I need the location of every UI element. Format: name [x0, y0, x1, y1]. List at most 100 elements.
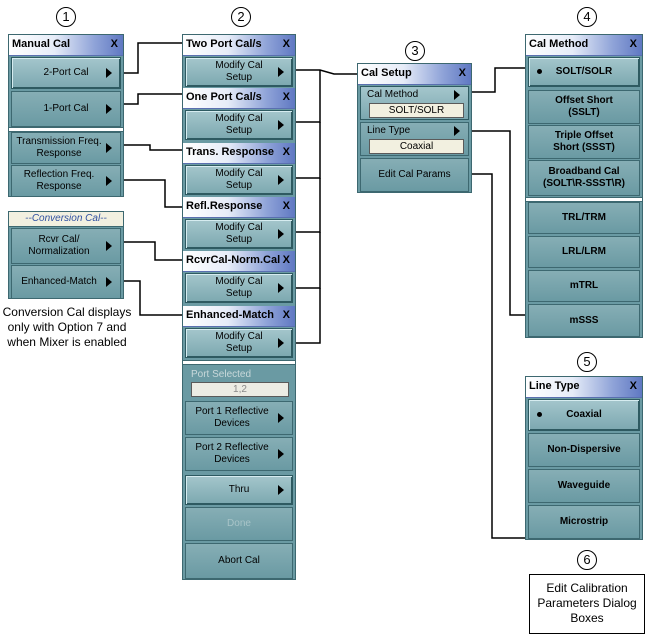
- trl-trm-option[interactable]: TRL/TRM: [528, 202, 640, 234]
- reflection-freq-response-button[interactable]: Reflection Freq. Response: [11, 165, 121, 197]
- arrow-right-icon: [278, 229, 284, 239]
- close-icon[interactable]: X: [282, 200, 290, 212]
- close-icon[interactable]: X: [282, 309, 290, 321]
- arrow-right-icon: [278, 175, 284, 185]
- line-type-value: Coaxial: [369, 139, 464, 154]
- transmission-freq-response-button[interactable]: Transmission Freq. Response: [11, 132, 121, 164]
- rcvrcal-norm-header: RcvrCal-Norm.Cal X: [183, 251, 295, 272]
- refl-response-header: Refl.Response X: [183, 197, 295, 218]
- msss-option[interactable]: mSSS: [528, 304, 640, 337]
- arrow-right-icon: [278, 338, 284, 348]
- conversion-cal-panel: --Conversion Cal-- Rcvr Cal/ Normalizati…: [8, 211, 124, 299]
- arrow-right-icon: [454, 126, 460, 136]
- callout-5: 5: [577, 352, 597, 372]
- two-port-cal-button[interactable]: 2-Port Cal: [11, 57, 121, 89]
- arrow-right-icon: [278, 120, 284, 130]
- modify-cal-setup-label: Modify Cal Setup: [215, 168, 263, 191]
- arrow-right-icon: [106, 104, 112, 114]
- arrow-right-icon: [278, 449, 284, 459]
- edit-cal-params-button[interactable]: Edit Cal Params: [360, 158, 469, 192]
- non-dispersive-option[interactable]: Non-Dispersive: [528, 433, 640, 467]
- mtrl-option[interactable]: mTRL: [528, 270, 640, 302]
- coaxial-option[interactable]: Coaxial: [528, 399, 640, 431]
- cal-method-header: Cal Method X: [526, 35, 642, 56]
- arrow-right-icon: [278, 283, 284, 293]
- modify-cal-setup-button[interactable]: Modify Cal Setup: [185, 219, 293, 249]
- modify-cal-setup-label: Modify Cal Setup: [215, 276, 263, 299]
- port1-label: Port 1 Reflective Devices: [195, 406, 269, 429]
- port1-reflective-devices-button[interactable]: Port 1 Reflective Devices: [185, 401, 293, 435]
- one-port-cal-header: One Port Cal/s X: [183, 88, 295, 109]
- lrl-lrm-option[interactable]: LRL/LRM: [528, 236, 640, 268]
- modify-cal-setup-button[interactable]: Modify Cal Setup: [185, 273, 293, 303]
- solt-solr-option[interactable]: SOLT/SOLR: [528, 57, 640, 87]
- microstrip-label: Microstrip: [559, 516, 609, 527]
- edit-cal-params-label: Edit Cal Params: [378, 169, 451, 180]
- broadband-cal-label: Broadband Cal (SOLT\R-SSST\R): [542, 166, 626, 189]
- arrow-right-icon: [106, 143, 112, 153]
- arrow-right-icon: [278, 67, 284, 77]
- line-type-button[interactable]: Line Type Coaxial: [360, 122, 469, 156]
- separator: [526, 197, 642, 202]
- triple-offset-short-option[interactable]: Triple Offset Short (SSST): [528, 125, 640, 159]
- callout-1: 1: [56, 7, 76, 27]
- coaxial-label: Coaxial: [566, 409, 602, 420]
- close-icon[interactable]: X: [282, 254, 290, 266]
- mtrl-label: mTRL: [569, 280, 599, 291]
- close-icon[interactable]: X: [282, 38, 290, 50]
- non-dispersive-label: Non-Dispersive: [547, 444, 621, 455]
- enhanced-match-header: Enhanced-Match X: [183, 306, 295, 327]
- cal-setup-panel: Cal Setup X Cal Method SOLT/SOLR Line Ty…: [357, 63, 472, 193]
- cal-method-button[interactable]: Cal Method SOLT/SOLR: [360, 86, 469, 120]
- microstrip-option[interactable]: Microstrip: [528, 505, 640, 539]
- waveguide-label: Waveguide: [557, 480, 611, 491]
- reflection-label: Reflection Freq. Response: [23, 169, 95, 192]
- port2-reflective-devices-button[interactable]: Port 2 Reflective Devices: [185, 437, 293, 471]
- modify-cal-setup-button[interactable]: Modify Cal Setup: [185, 57, 293, 87]
- close-icon[interactable]: X: [282, 91, 290, 103]
- thru-button[interactable]: Thru: [185, 475, 293, 505]
- port-selected-label: Port Selected: [191, 369, 252, 380]
- modify-cal-setup-button[interactable]: Modify Cal Setup: [185, 165, 293, 195]
- conversion-cal-title: --Conversion Cal--: [9, 212, 123, 227]
- triple-offset-short-label: Triple Offset Short (SSST): [553, 130, 615, 153]
- close-icon[interactable]: X: [282, 146, 290, 158]
- one-port-cal-label: 1-Port Cal: [43, 103, 89, 114]
- two-port-cal-title: Two Port Cal/s: [186, 38, 262, 50]
- cal-setup-header: Cal Setup X: [358, 64, 471, 85]
- callout-2: 2: [231, 7, 251, 27]
- separator: [183, 360, 295, 365]
- cal-method-panel: Cal Method X SOLT/SOLR Offset Short (SSL…: [525, 34, 643, 338]
- enhanced-match-button[interactable]: Enhanced-Match: [11, 265, 121, 299]
- manual-cal-panel: Manual Cal X 2-Port Cal 1-Port Cal Trans…: [8, 34, 124, 197]
- conversion-cal-note: Conversion Cal displays only with Option…: [2, 305, 132, 349]
- close-icon[interactable]: X: [629, 38, 637, 50]
- cal-step-panel: Two Port Cal/s X Modify Cal Setup One Po…: [182, 34, 296, 580]
- arrow-right-icon: [278, 413, 284, 423]
- close-icon[interactable]: X: [629, 380, 637, 392]
- rcvrcal-norm-title: RcvrCal-Norm.Cal: [186, 254, 281, 266]
- arrow-right-icon: [454, 90, 460, 100]
- line-type-panel: Line Type X Coaxial Non-Dispersive Waveg…: [525, 376, 643, 540]
- close-icon[interactable]: X: [110, 38, 118, 50]
- waveguide-option[interactable]: Waveguide: [528, 469, 640, 503]
- broadband-cal-option[interactable]: Broadband Cal (SOLT\R-SSST\R): [528, 160, 640, 196]
- done-button[interactable]: Done: [185, 507, 293, 541]
- modify-cal-setup-button[interactable]: Modify Cal Setup: [185, 328, 293, 358]
- lrl-lrm-label: LRL/LRM: [562, 246, 606, 257]
- offset-short-option[interactable]: Offset Short (SSLT): [528, 90, 640, 124]
- solt-solr-label: SOLT/SOLR: [555, 66, 613, 77]
- trans-response-title: Trans. Response: [186, 146, 275, 158]
- rcvr-cal-button[interactable]: Rcvr Cal/ Normalization: [11, 228, 121, 264]
- close-icon[interactable]: X: [458, 67, 466, 79]
- radio-selected-icon: [537, 412, 542, 417]
- modify-cal-setup-button[interactable]: Modify Cal Setup: [185, 110, 293, 140]
- modify-cal-setup-label: Modify Cal Setup: [215, 331, 263, 354]
- callout-6: 6: [577, 550, 597, 570]
- thru-label: Thru: [228, 484, 250, 495]
- offset-short-label: Offset Short (SSLT): [555, 95, 613, 118]
- abort-cal-button[interactable]: Abort Cal: [185, 543, 293, 579]
- two-port-cal-label: 2-Port Cal: [43, 67, 89, 78]
- arrow-right-icon: [106, 176, 112, 186]
- one-port-cal-button[interactable]: 1-Port Cal: [11, 91, 121, 127]
